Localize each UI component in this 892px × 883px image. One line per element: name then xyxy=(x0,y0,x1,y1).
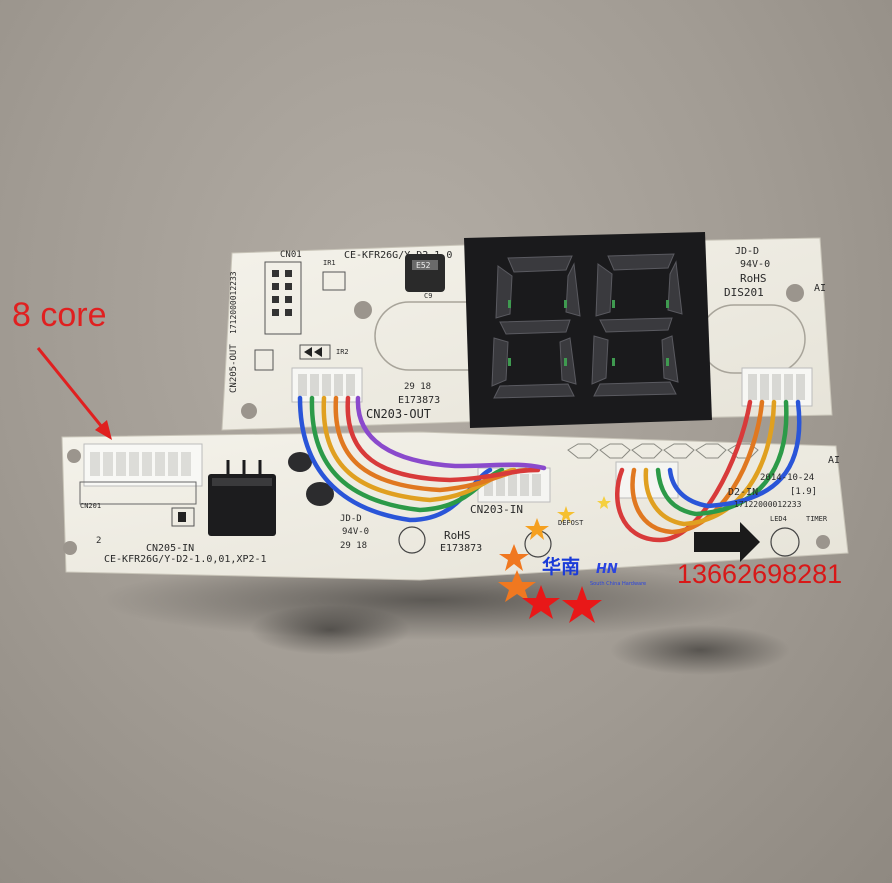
seven-segment-display xyxy=(464,232,712,428)
pin-2: 2 xyxy=(96,536,102,546)
label-cn203-out: CN203-OUT xyxy=(366,407,432,421)
board-serial: 17122000012233 xyxy=(734,500,802,509)
mount-hole xyxy=(816,535,830,549)
logo-jd-lower: JD-D xyxy=(340,514,362,524)
label-ir1: IR1 xyxy=(323,259,336,267)
label-cn201: CN201 xyxy=(80,502,102,510)
display-ref: DIS201 xyxy=(724,286,764,299)
board-revision: [1.9] xyxy=(790,487,818,497)
code-2918: 29 18 xyxy=(404,382,432,392)
serial-vertical: 1712000012233 xyxy=(229,271,238,334)
label-led4: LED4 xyxy=(770,515,787,523)
ul-code-lower: E173873 xyxy=(440,543,483,554)
mount-hole xyxy=(241,403,257,419)
label-defrost: DEFOST xyxy=(558,519,584,527)
capacitor xyxy=(288,452,312,472)
board-id: D2-IN xyxy=(728,487,759,498)
label-ir2: IR2 xyxy=(336,348,349,356)
arrow-icon xyxy=(694,522,760,562)
mount-hole xyxy=(63,541,77,555)
label-cn205-in: CN205-IN xyxy=(146,543,195,554)
board-shadow-left xyxy=(250,605,410,655)
board-date: 2014-10-24 xyxy=(760,473,815,483)
callout-arrow xyxy=(36,347,112,440)
label-cn203-in: CN203-IN xyxy=(470,503,523,516)
label-cn205-out: CN205-OUT xyxy=(229,344,239,393)
label-timer: TIMER xyxy=(806,515,828,523)
ai-mark-lower: AI xyxy=(828,455,841,466)
watermark-brand-logo: HN xyxy=(596,562,618,577)
ul-code: E173873 xyxy=(398,395,441,406)
ai-mark-upper: AI xyxy=(814,283,827,294)
board-shadow-right xyxy=(610,625,790,675)
watermark-stars xyxy=(498,496,611,623)
callout-label: 8 core xyxy=(12,296,107,334)
rohs-mark: RoHS xyxy=(740,272,767,285)
mount-hole xyxy=(786,284,804,302)
flame-rating-lower: 94V-0 xyxy=(342,527,370,537)
code-2918-lower: 29 18 xyxy=(340,541,368,551)
label-c9: C9 xyxy=(424,292,433,300)
upper-model-text: CE-KFR26G/Y-D2-1.0 xyxy=(344,250,453,261)
mount-hole xyxy=(354,301,372,319)
wire-bundle-left xyxy=(297,395,547,523)
logo-jd: JD-D xyxy=(735,246,760,257)
ir-receiver xyxy=(208,474,276,536)
wire-bundle-right xyxy=(615,399,802,543)
flame-rating: 94V-0 xyxy=(740,259,771,270)
watermark-brand-cn: 华南 xyxy=(542,556,581,578)
lower-model-text: CE-KFR26G/Y-D2-1.0,01,XP2-1 xyxy=(104,554,267,565)
watermark-tagline: South China Hardware xyxy=(590,581,647,587)
label-cn01: CN01 xyxy=(280,250,302,260)
rohs-mark-lower: RoHS xyxy=(444,529,471,542)
cap-marking: E52 xyxy=(416,261,431,270)
watermark-phone: 13662698281 xyxy=(677,559,843,589)
mount-hole xyxy=(67,449,81,463)
capacitor xyxy=(306,482,334,506)
